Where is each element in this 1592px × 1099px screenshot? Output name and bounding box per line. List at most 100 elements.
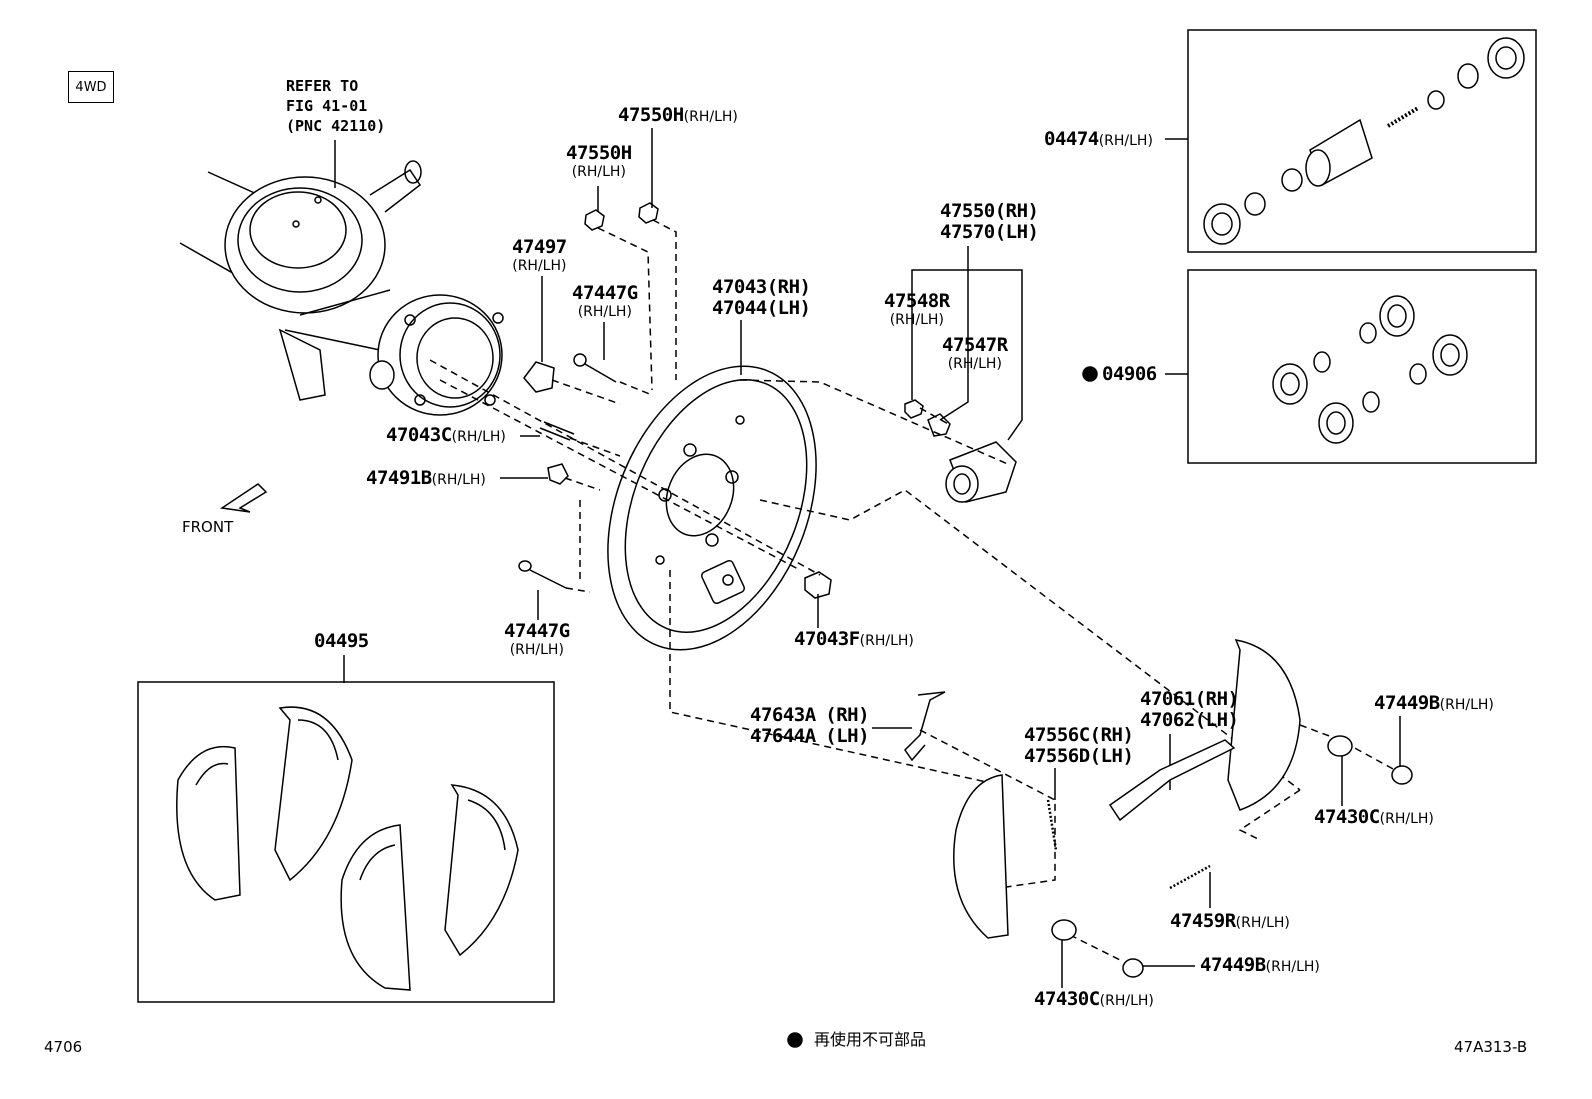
part-side: (RH/LH) bbox=[947, 356, 1002, 372]
part-side: (RH/LH) bbox=[1265, 959, 1320, 975]
cylinder-kit bbox=[1203, 37, 1525, 245]
part-side: (RH/LH) bbox=[1379, 811, 1434, 827]
leader-lines bbox=[343, 128, 1401, 988]
part-number: 47062 bbox=[1140, 709, 1195, 731]
part-side: (RH/LH) bbox=[571, 164, 626, 180]
footer-bullet-icon bbox=[787, 1032, 803, 1048]
label-47430C-right[interactable]: 47430C(RH/LH) bbox=[1314, 808, 1434, 827]
part-number: 47043F bbox=[794, 628, 860, 650]
label-47430C-bottom[interactable]: 47430C(RH/LH) bbox=[1034, 990, 1154, 1009]
part-number: 47430C bbox=[1314, 806, 1380, 828]
part-side: (LH) bbox=[766, 297, 811, 319]
part-number: 47449B bbox=[1374, 692, 1440, 714]
center-hardware bbox=[518, 202, 832, 599]
label-47550H-left[interactable]: 47550H (RH/LH) bbox=[566, 142, 632, 180]
part-side: (LH) bbox=[825, 725, 870, 747]
label-47061[interactable]: 47061(RH) 47062(LH) bbox=[1140, 688, 1239, 731]
label-47447G-top[interactable]: 47447G (RH/LH) bbox=[572, 282, 638, 320]
part-side: (RH/LH) bbox=[577, 304, 632, 320]
part-side: (RH) bbox=[1089, 724, 1134, 746]
right-brake-parts bbox=[904, 639, 1413, 978]
part-side: (RH/LH) bbox=[509, 642, 564, 658]
part-side: (RH/LH) bbox=[889, 312, 944, 328]
part-side: (RH/LH) bbox=[1098, 133, 1153, 149]
label-47548R[interactable]: 47548R (RH/LH) bbox=[884, 290, 950, 328]
label-47043[interactable]: 47043(RH) 47044(LH) bbox=[712, 276, 811, 319]
part-number: 47430C bbox=[1034, 988, 1100, 1010]
axle-housing bbox=[179, 160, 504, 416]
part-number: 47043C bbox=[386, 424, 452, 446]
footer-page-code: 4706 bbox=[44, 1038, 83, 1056]
label-47550[interactable]: 47550(RH) 47570(LH) bbox=[940, 200, 1039, 243]
part-side: (RH) bbox=[1194, 688, 1239, 710]
part-number: 47043 bbox=[712, 276, 767, 298]
part-number: 47547R bbox=[942, 334, 1008, 356]
label-47547R[interactable]: 47547R (RH/LH) bbox=[942, 334, 1008, 372]
part-number: 47550H bbox=[618, 104, 684, 126]
refer-line-1: REFER TO bbox=[286, 77, 359, 95]
label-47449B-top[interactable]: 47449B(RH/LH) bbox=[1374, 694, 1494, 713]
refer-line-2: FIG 41-01 bbox=[286, 97, 368, 115]
part-side: (RH) bbox=[825, 704, 870, 726]
part-side: (RH) bbox=[766, 276, 811, 298]
label-04474[interactable]: 04474(RH/LH) bbox=[1044, 130, 1153, 149]
part-side: (RH/LH) bbox=[1439, 697, 1494, 713]
part-number: 47459R bbox=[1170, 910, 1236, 932]
part-side: (RH) bbox=[994, 200, 1039, 222]
part-number: 47497 bbox=[512, 236, 567, 258]
label-47449B-bottom[interactable]: 47449B(RH/LH) bbox=[1200, 956, 1320, 975]
part-side: (RH/LH) bbox=[451, 429, 506, 445]
part-number: 47643A bbox=[750, 704, 816, 726]
front-label: FRONT bbox=[182, 518, 234, 536]
backing-plate bbox=[607, 365, 817, 651]
part-number: 47548R bbox=[884, 290, 950, 312]
part-number: 04474 bbox=[1044, 128, 1099, 150]
label-47643A[interactable]: 47643A (RH) 47644A (LH) bbox=[750, 704, 870, 747]
part-side: (RH/LH) bbox=[683, 109, 738, 125]
part-number: 47644A bbox=[750, 725, 816, 747]
part-number: 47556D bbox=[1024, 745, 1090, 767]
brake-shoes-kit bbox=[176, 706, 519, 991]
part-side: (LH) bbox=[1194, 709, 1239, 731]
front-arrow-icon bbox=[219, 483, 268, 513]
refer-note: REFER TO FIG 41-01 (PNC 42110) bbox=[286, 76, 385, 136]
part-number: 47550H bbox=[566, 142, 632, 164]
refer-line-3: (PNC 42110) bbox=[286, 117, 386, 135]
part-side: (LH) bbox=[1089, 745, 1134, 767]
part-side: (RH/LH) bbox=[431, 472, 486, 488]
part-number: 47061 bbox=[1140, 688, 1195, 710]
label-04906[interactable]: 04906 bbox=[1102, 363, 1157, 385]
part-number: 47447G bbox=[572, 282, 638, 304]
part-number: 47044 bbox=[712, 297, 767, 319]
part-number: 47491B bbox=[366, 467, 432, 489]
label-47043C[interactable]: 47043C(RH/LH) bbox=[386, 426, 506, 445]
footer-note: 再使用不可部品 bbox=[814, 1030, 927, 1049]
part-side: (RH/LH) bbox=[1235, 915, 1290, 931]
non-reusable-bullet-icon bbox=[1082, 366, 1098, 382]
label-47497[interactable]: 47497 (RH/LH) bbox=[512, 236, 567, 274]
part-side: (LH) bbox=[994, 221, 1039, 243]
part-side: (RH/LH) bbox=[512, 258, 567, 274]
wheel-cylinder bbox=[904, 399, 1017, 503]
drive-badge: 4WD bbox=[68, 71, 114, 103]
seal-kit bbox=[1272, 295, 1468, 444]
box-04495 bbox=[137, 681, 555, 1003]
label-47556C[interactable]: 47556C(RH) 47556D(LH) bbox=[1024, 724, 1134, 767]
label-47043F[interactable]: 47043F(RH/LH) bbox=[794, 630, 914, 649]
part-side: (RH/LH) bbox=[1099, 993, 1154, 1009]
part-number: 47556C bbox=[1024, 724, 1090, 746]
part-side: (RH/LH) bbox=[859, 633, 914, 649]
label-47550H-top[interactable]: 47550H(RH/LH) bbox=[618, 106, 738, 125]
part-number: 47570 bbox=[940, 221, 995, 243]
label-47447G-bottom[interactable]: 47447G (RH/LH) bbox=[504, 620, 570, 658]
label-47491B[interactable]: 47491B(RH/LH) bbox=[366, 469, 486, 488]
part-number: 47449B bbox=[1200, 954, 1266, 976]
label-47459R[interactable]: 47459R(RH/LH) bbox=[1170, 912, 1290, 931]
part-number: 47550 bbox=[940, 200, 995, 222]
label-04495[interactable]: 04495 bbox=[314, 630, 369, 652]
footer-figure-code: 47A313-B bbox=[1454, 1038, 1528, 1056]
box-04906 bbox=[1187, 269, 1537, 464]
box-04474 bbox=[1187, 29, 1537, 253]
part-number: 47447G bbox=[504, 620, 570, 642]
